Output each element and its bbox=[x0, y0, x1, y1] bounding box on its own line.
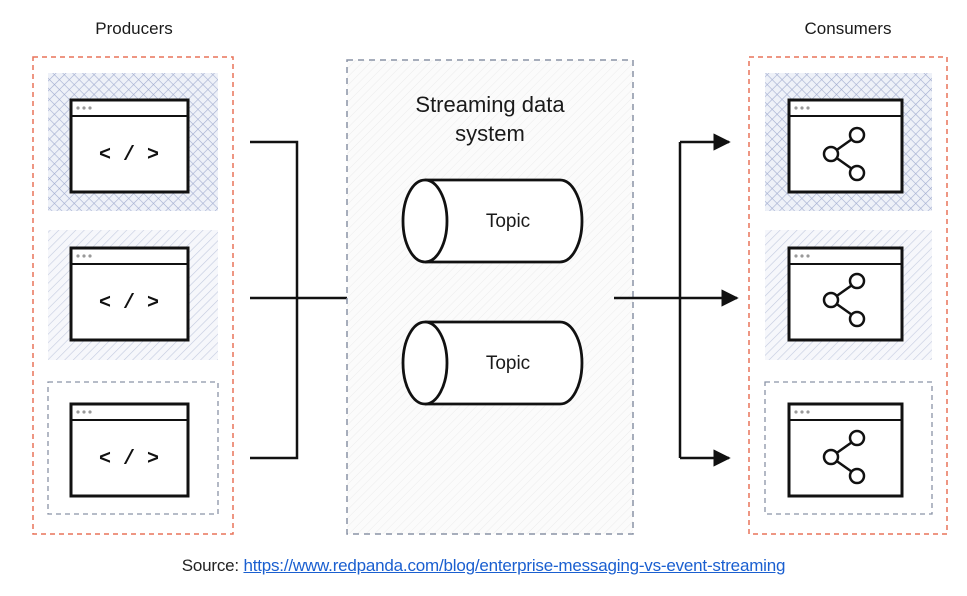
topic-label-2: Topic bbox=[486, 353, 530, 374]
code-brackets-icon: < / > bbox=[99, 292, 159, 315]
consumers-label: Consumers bbox=[805, 19, 892, 38]
source-link[interactable]: https://www.redpanda.com/blog/enterprise… bbox=[243, 556, 786, 575]
share-graph-icon bbox=[822, 429, 866, 485]
system-title-line2: system bbox=[455, 121, 525, 146]
producers-label: Producers bbox=[95, 19, 172, 38]
window-dots-icon bbox=[794, 254, 810, 258]
window-dots-icon bbox=[76, 254, 92, 258]
window-dots-icon bbox=[794, 106, 810, 110]
producer-window-3: < / > bbox=[69, 402, 190, 498]
topic-cylinder-2: Topic bbox=[401, 320, 584, 406]
system-title-line1: Streaming data bbox=[415, 92, 565, 117]
window-dots-icon bbox=[76, 106, 92, 110]
consumer-window-1 bbox=[787, 98, 904, 194]
producer-window-1: < / > bbox=[69, 98, 190, 194]
consumers-connector bbox=[614, 133, 739, 467]
producer-window-2: < / > bbox=[69, 246, 190, 342]
topic-cylinder-1: Topic bbox=[401, 178, 584, 264]
topic-label-1: Topic bbox=[486, 211, 530, 232]
share-graph-icon bbox=[822, 126, 866, 182]
source-prefix: Source: bbox=[181, 556, 244, 575]
code-brackets-icon: < / > bbox=[99, 448, 159, 471]
window-dots-icon bbox=[76, 410, 92, 414]
streaming-system-box bbox=[346, 59, 634, 535]
consumer-window-2 bbox=[787, 246, 904, 342]
source-caption: Source: https://www.redpanda.com/blog/en… bbox=[0, 556, 967, 576]
window-dots-icon bbox=[794, 410, 810, 414]
code-brackets-icon: < / > bbox=[99, 144, 159, 167]
share-graph-icon bbox=[822, 272, 866, 328]
consumer-window-3 bbox=[787, 402, 904, 498]
